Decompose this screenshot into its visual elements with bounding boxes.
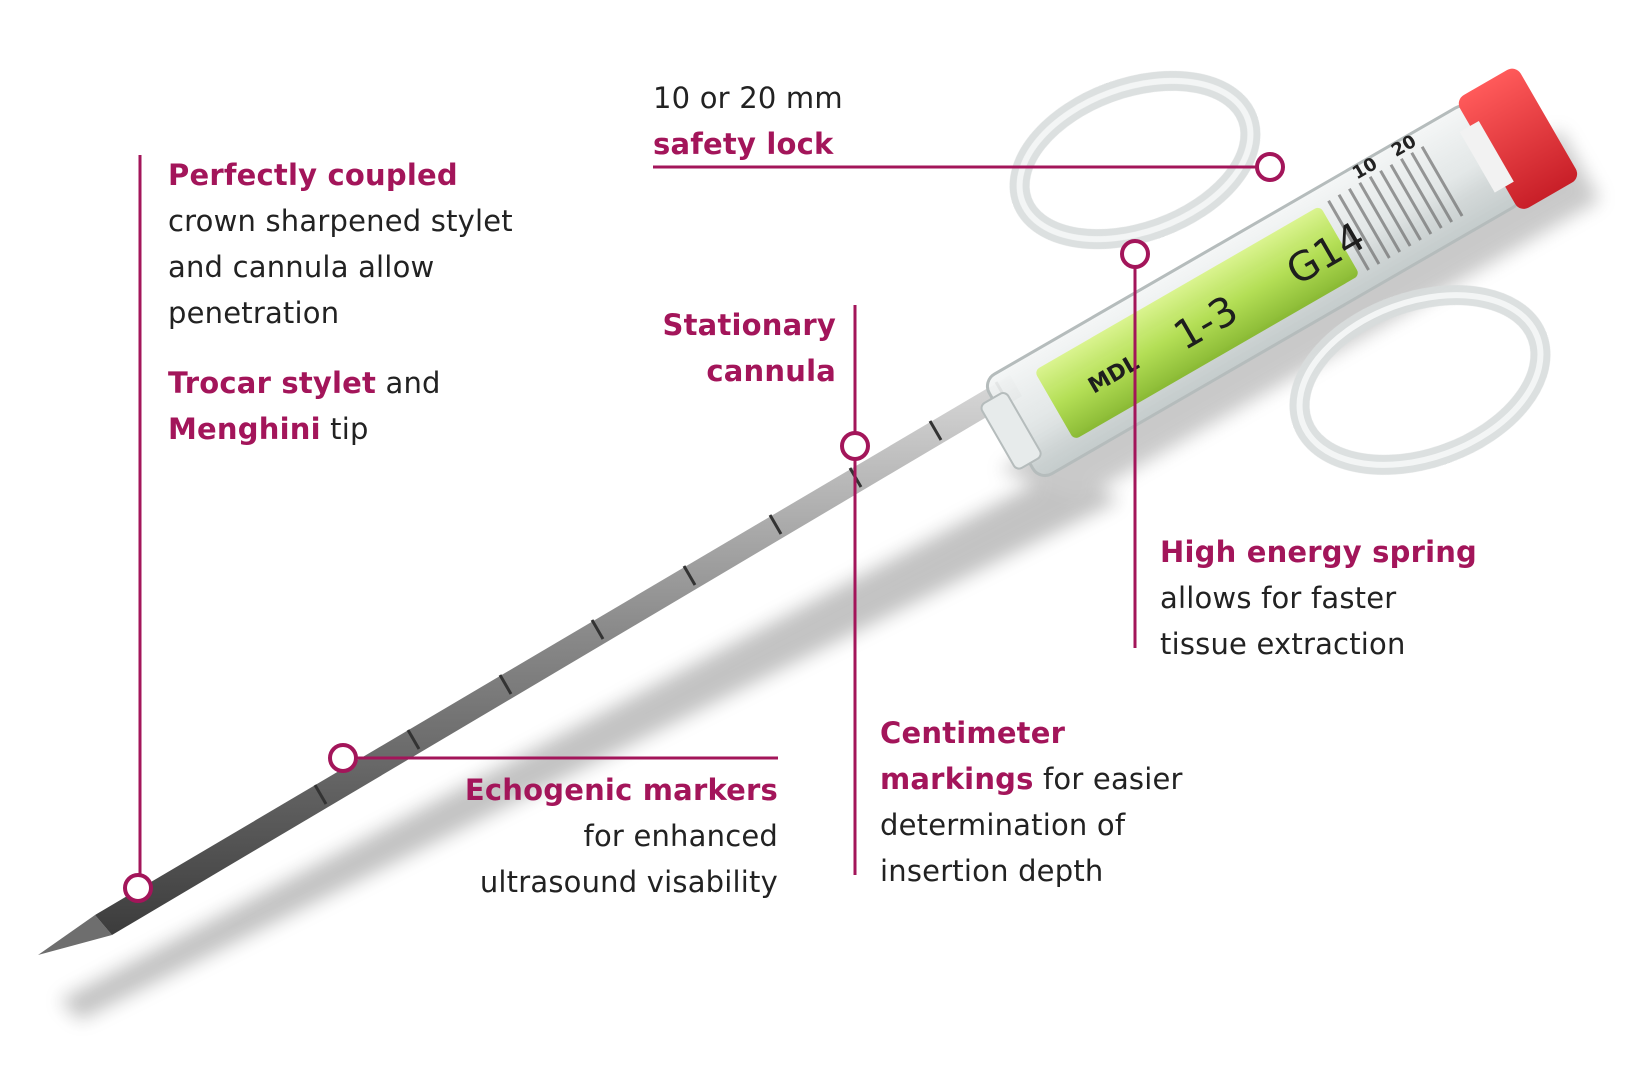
centimeter-line1: Centimeter: [880, 716, 1066, 750]
trocar-label: Trocar stylet and Menghini tip: [168, 360, 441, 452]
needle-shaft: [95, 375, 1022, 935]
coupled-line2: and cannula allow: [168, 250, 435, 284]
centimeter-line3: determination of: [880, 808, 1126, 842]
spring-label: High energy spring allows for faster tis…: [1160, 529, 1477, 667]
spring-coils: [1327, 146, 1464, 271]
red-cap: [1458, 68, 1578, 209]
spring-title: High energy spring: [1160, 535, 1478, 569]
stationary-line2: cannula: [706, 354, 836, 388]
echogenic-line2: ultrasound visability: [479, 865, 778, 899]
callout-dots: [123, 152, 1285, 903]
centimeter-line4: insertion depth: [880, 854, 1104, 888]
spring-line1: allows for faster: [1160, 581, 1397, 615]
trocar-highlight: Trocar stylet: [168, 366, 377, 400]
safety-lock-label: 10 or 20 mm safety lock: [653, 75, 843, 167]
echogenic-title: Echogenic markers: [464, 773, 778, 807]
menghini-rest: tip: [320, 412, 369, 446]
centimeter-line2-hl: markings: [880, 762, 1034, 796]
safety-lock-line1: 10 or 20 mm: [653, 81, 843, 115]
centimeter-line2-rest: for easier: [1033, 762, 1183, 796]
menghini-highlight: Menghini: [168, 412, 321, 446]
needle-tip: [38, 915, 112, 955]
coupled-line1: crown sharpened stylet: [168, 204, 513, 238]
callout-lines: [138, 155, 1256, 875]
echogenic-line1: for enhanced: [583, 819, 778, 853]
coupled-line3: penetration: [168, 296, 340, 330]
stationary-cannula-label: Stationary cannula: [600, 302, 836, 394]
spring-line2: tissue extraction: [1160, 627, 1406, 661]
echogenic-label: Echogenic markers for enhanced ultrasoun…: [440, 767, 778, 905]
stationary-line1: Stationary: [662, 308, 836, 342]
coupled-title: Perfectly coupled: [168, 158, 458, 192]
coupled-label: Perfectly coupled crown sharpened stylet…: [168, 152, 513, 336]
centimeter-label: Centimeter markings for easier determina…: [880, 710, 1183, 894]
finger-rings-inner: [1016, 77, 1544, 468]
device-body: 20 10 MDL 1-3 G14: [980, 68, 1578, 477]
trocar-rest: and: [376, 366, 441, 400]
safety-lock-title: safety lock: [653, 127, 834, 161]
